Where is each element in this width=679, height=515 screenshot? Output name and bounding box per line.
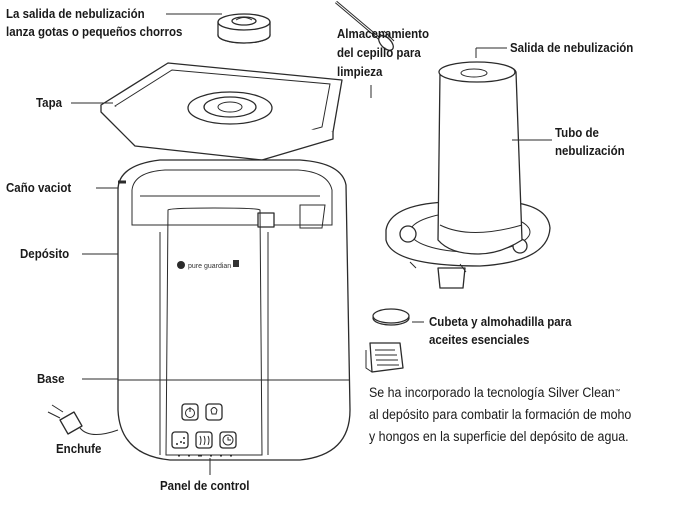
leader-lines [71,13,552,475]
tank [117,159,351,461]
label-tank: Depósito [20,247,70,261]
control-panel-buttons [171,403,237,457]
cleaning-brush [335,0,395,51]
label-tray-line2: aceites esenciales [429,333,530,347]
label-control-panel: Panel de control [160,479,250,493]
nozzle-cap [217,13,271,44]
label-mist-tube-line2: nebulización [555,144,625,158]
label-nozzle-line2: lanza gotas o pequeños chorros [6,25,183,39]
note-line1: Se ha incorporado la tecnología Silver C… [369,383,620,402]
note-line2: al depósito para combatir la formación d… [369,407,632,422]
label-lid: Tapa [36,96,62,110]
label-mist-outlet: Salida de nebulización [510,41,634,55]
oil-tray [365,342,404,373]
label-brush-line2: del cepillo para [337,46,421,60]
label-spout: Caño vaciot [6,181,72,195]
label-plug: Enchufe [56,442,102,456]
trademark-symbol: ™ [614,389,621,395]
lid [100,62,343,161]
mist-tube-assembly [385,61,551,289]
label-tray-line1: Cubeta y almohadilla para [429,315,572,329]
label-mist-tube-line1: Tubo de [555,126,599,140]
brand-logo: pure guardian [177,260,239,270]
label-nozzle-line1: La salida de nebulización [6,7,145,21]
label-brush-line1: Almacenamiento [337,27,430,41]
label-base: Base [37,372,65,386]
note-text-1: Se ha incorporado la tecnología Silver C… [369,385,615,400]
label-brush-line3: limpieza [337,65,383,79]
svg-text:pure guardian: pure guardian [188,263,231,270]
note-line3: y hongos en la superficie del depósito d… [369,429,629,444]
power-plug [47,404,119,435]
oil-pad [372,308,410,326]
